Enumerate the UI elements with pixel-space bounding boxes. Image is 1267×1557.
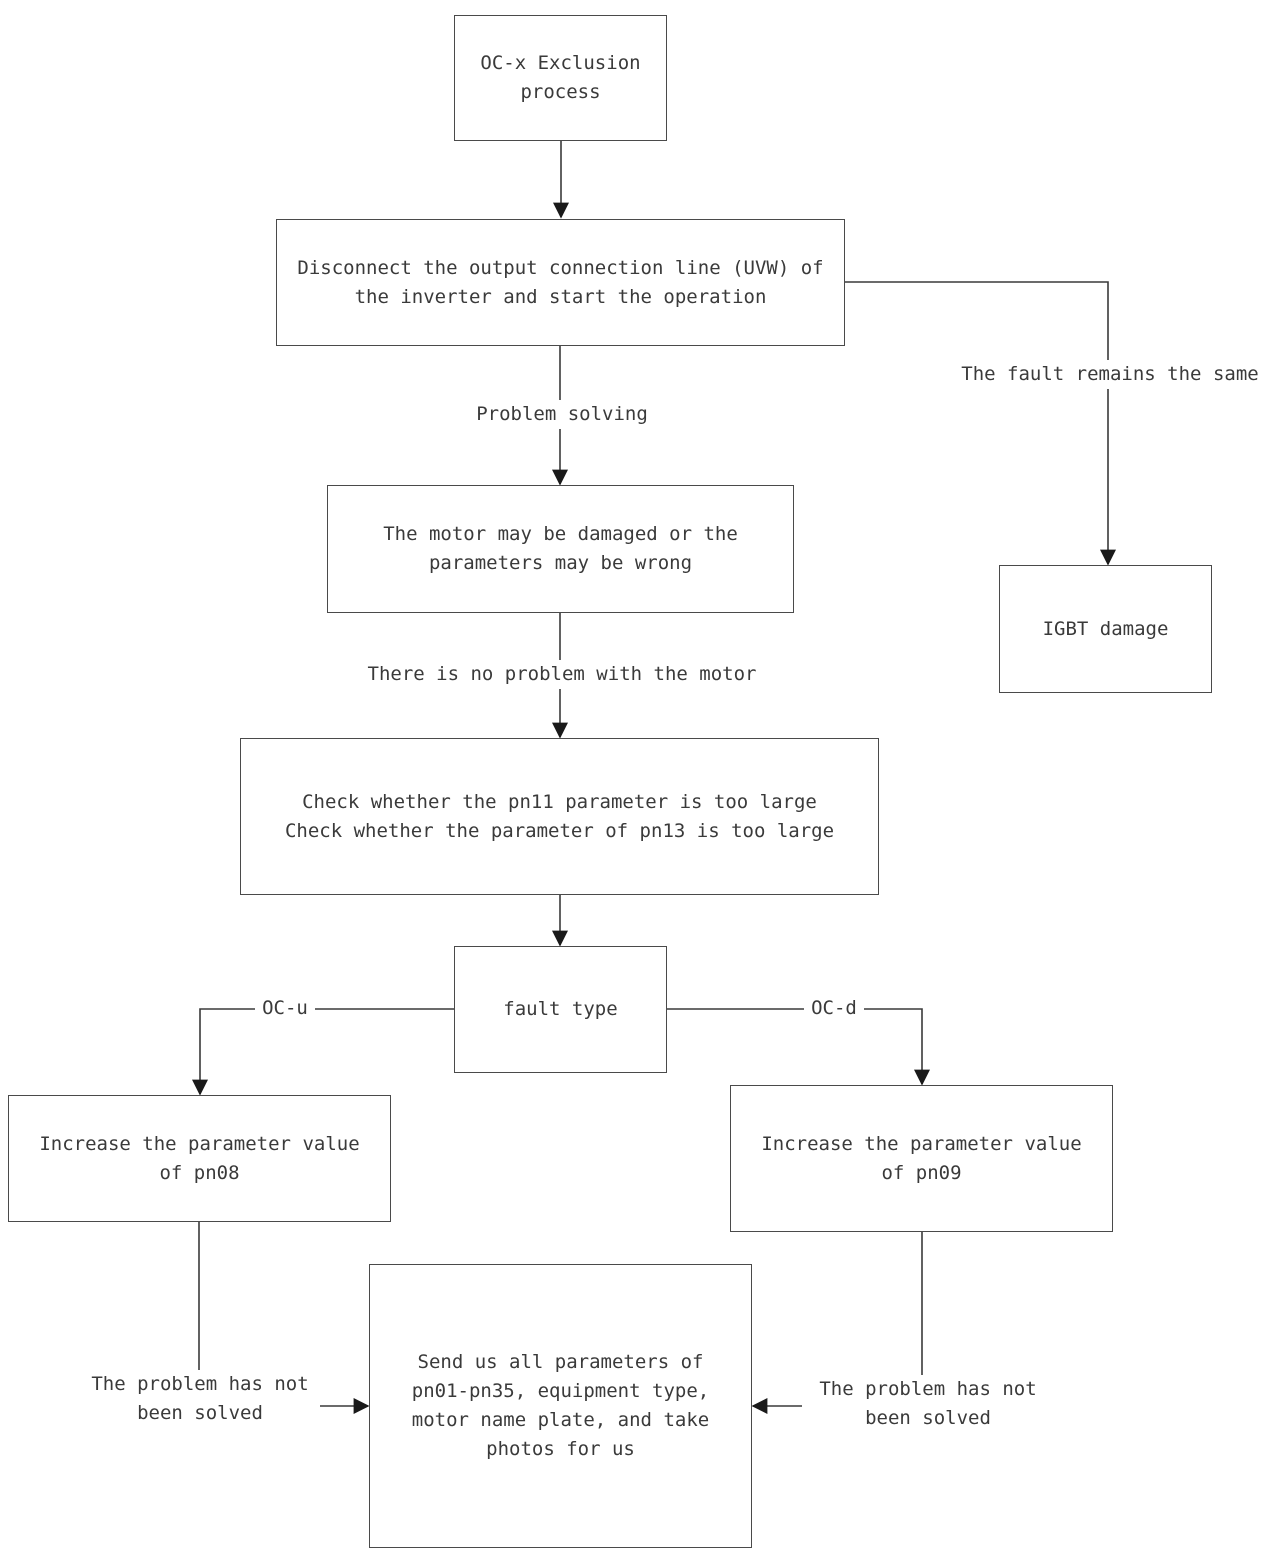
- label-oc-u: OC-u: [255, 994, 315, 1023]
- edge-disconnect-to-igbt: [845, 281, 1116, 566]
- disconnect-node: Disconnect the output connection line (U…: [276, 219, 845, 346]
- pn09-node: Increase the parameter value of pn09: [730, 1085, 1113, 1232]
- send-node: Send us all parameters of pn01-pn35, equ…: [369, 1264, 752, 1548]
- igbt-node: IGBT damage: [999, 565, 1212, 693]
- igbt-node-text: IGBT damage: [1042, 617, 1169, 640]
- motor-node: The motor may be damaged or the paramete…: [327, 485, 794, 613]
- check-node-text: Check whether the pn11 parameter is too …: [284, 790, 835, 842]
- motor-node-text: The motor may be damaged or the paramete…: [383, 523, 738, 574]
- pn08-node: Increase the parameter value of pn08: [8, 1095, 391, 1222]
- label-problem-solving: Problem solving: [462, 400, 662, 429]
- start-node-text: OC-x Exclusion process: [480, 52, 641, 103]
- label-oc-d: OC-d: [804, 994, 864, 1023]
- send-node-text: Send us all parameters of pn01-pn35, equ…: [411, 1351, 710, 1460]
- fault-type-node-text: fault type: [503, 998, 618, 1020]
- edge-fault-type-to-pn08: [192, 1008, 454, 1096]
- label-no-motor-problem: There is no problem with the motor: [350, 660, 774, 689]
- pn09-node-text: Increase the parameter value of pn09: [761, 1132, 1082, 1184]
- label-not-solved-right: The problem has not been solved: [802, 1375, 1054, 1433]
- disconnect-node-text: Disconnect the output connection line (U…: [297, 256, 824, 308]
- check-node: Check whether the pn11 parameter is too …: [240, 738, 879, 895]
- pn08-node-text: Increase the parameter value of pn08: [39, 1132, 360, 1184]
- label-not-solved-left: The problem has not been solved: [80, 1370, 320, 1428]
- fault-type-node: fault type: [454, 946, 667, 1073]
- label-fault-remains-same: The fault remains the same: [950, 360, 1267, 389]
- start-node: OC-x Exclusion process: [454, 15, 667, 141]
- edge-fault-type-to-pn09: [667, 1008, 930, 1086]
